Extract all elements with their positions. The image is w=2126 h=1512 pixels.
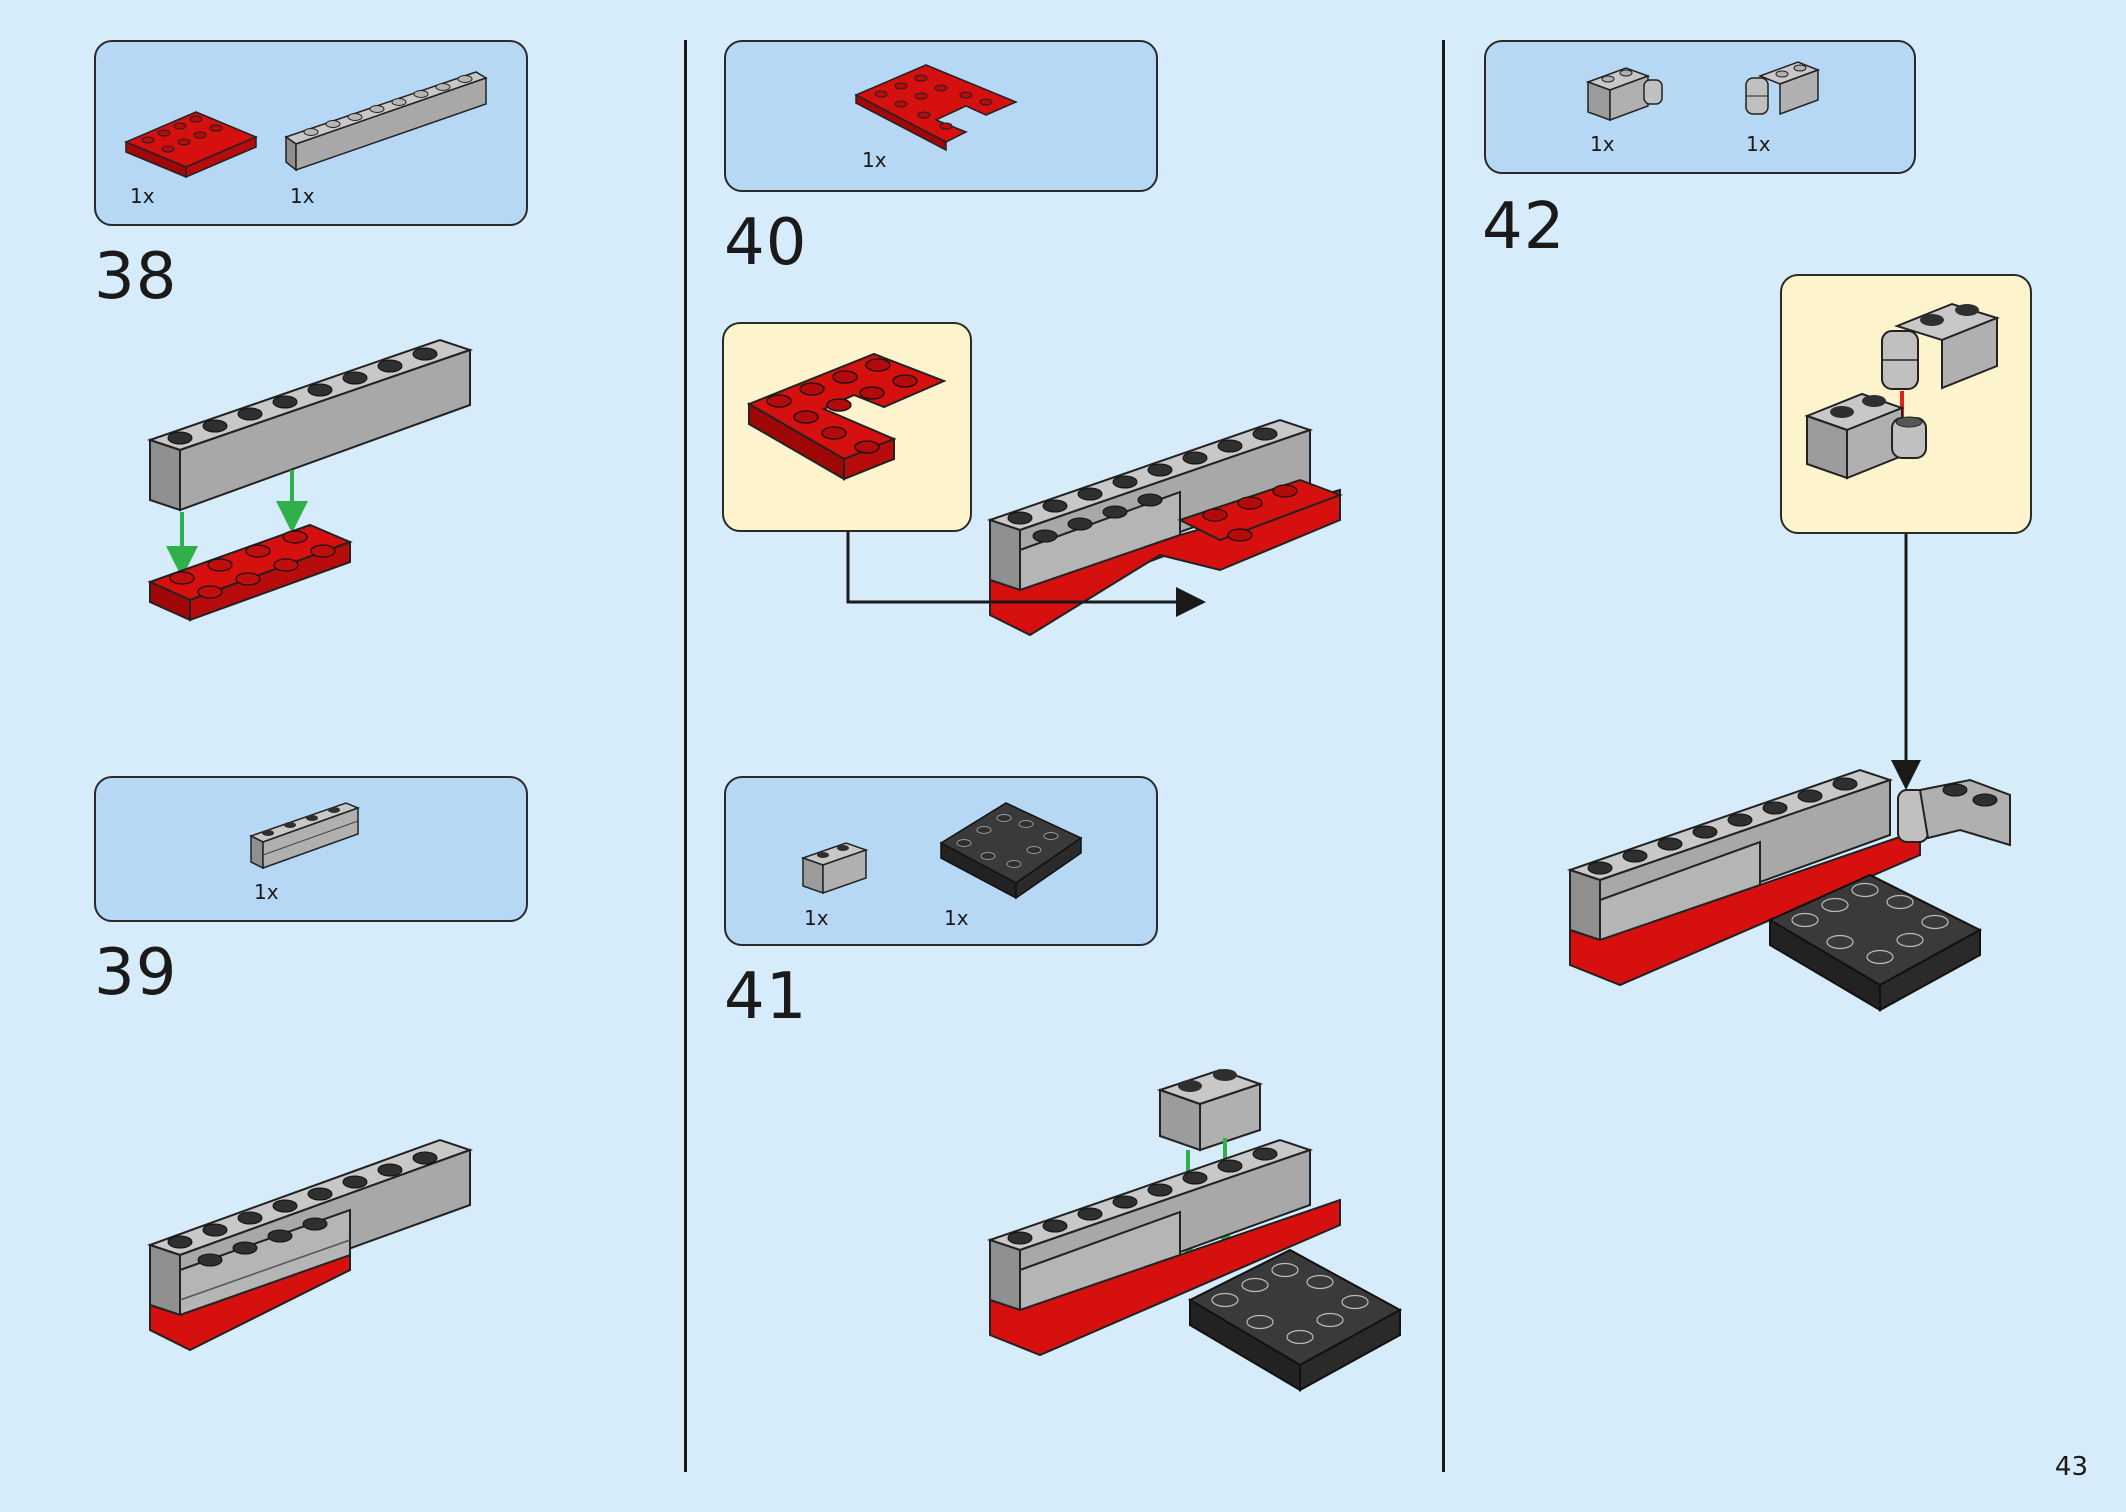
parts-box-step-38: 1x 1x	[94, 40, 528, 226]
parts-box-step-41: 1x 1x	[724, 776, 1158, 946]
qty-label: 1x	[804, 906, 829, 930]
gray-brick-1x8-part	[284, 71, 488, 172]
callout-pointer-arrow	[1891, 534, 1921, 790]
qty-label: 1x	[290, 184, 315, 208]
step-number-42: 42	[1482, 190, 1566, 264]
step-42-assembly	[1566, 768, 2011, 1012]
step-number-38: 38	[94, 240, 178, 314]
column-divider-2	[1442, 40, 1445, 1472]
red-corner-plate-part	[854, 64, 1018, 152]
page-number: 43	[2054, 1452, 2088, 1482]
black-round-plate-part	[939, 802, 1083, 900]
gray-hinge-brick-male-part	[1745, 61, 1821, 116]
qty-label: 1x	[130, 184, 155, 208]
step-number-41: 41	[724, 960, 808, 1034]
qty-label: 1x	[1746, 132, 1771, 156]
step-40-assembly	[986, 418, 1343, 637]
red-corner-plate-detail	[746, 352, 947, 481]
qty-label: 1x	[862, 148, 887, 172]
callout-pointer-arrow	[846, 532, 1206, 617]
qty-label: 1x	[1590, 132, 1615, 156]
step-39-assembly	[146, 1138, 474, 1352]
hinge-connection-detail	[1804, 302, 2000, 480]
parts-box-step-40: 1x	[724, 40, 1158, 192]
callout-step-40	[722, 322, 972, 532]
column-divider-1	[684, 40, 687, 1472]
step-number-40: 40	[724, 206, 808, 280]
gray-brick-1x2-part	[800, 842, 869, 895]
parts-box-step-39: 1x	[94, 776, 528, 922]
qty-label: 1x	[944, 906, 969, 930]
step-41-assembly	[986, 1068, 1403, 1392]
qty-label: 1x	[254, 880, 279, 904]
step-38-assembly	[146, 338, 474, 622]
red-plate-2x4-part	[124, 111, 258, 179]
parts-box-step-42: 1x 1x	[1484, 40, 1916, 174]
callout-step-42	[1780, 274, 2032, 534]
gray-hinge-brick-female-part	[1585, 67, 1663, 122]
gray-masonry-brick-part	[249, 802, 361, 870]
step-number-39: 39	[94, 936, 178, 1010]
